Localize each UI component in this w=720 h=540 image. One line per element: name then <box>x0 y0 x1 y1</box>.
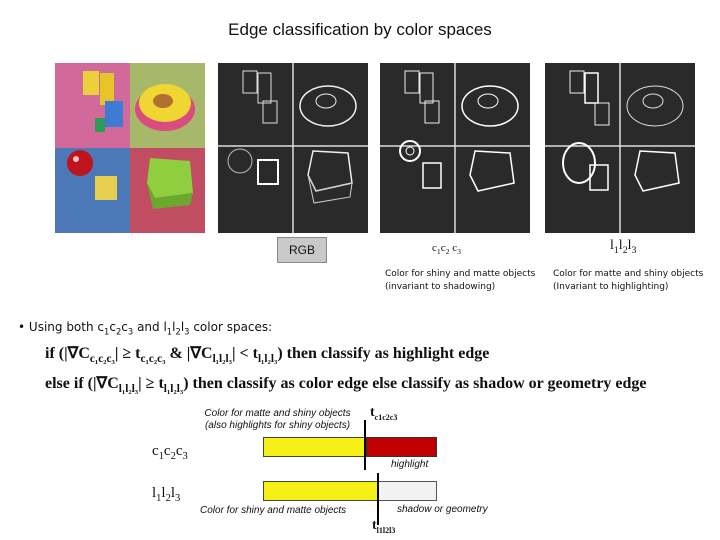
rule-color-edge: else if (|∇Cl₁l₂l₃| ≥ tl₁l₂l₃) then clas… <box>45 375 647 396</box>
edge-panel-l1l2l3 <box>545 63 695 233</box>
note-bottom: Color for shiny and matte objects <box>200 505 347 516</box>
edge-drawing-rgb <box>218 63 368 233</box>
threshold-c-line <box>364 420 366 470</box>
note-top: Color for matte and shiny objects (also … <box>204 408 351 431</box>
bar-c-low <box>263 437 366 457</box>
row-l-label: l1l2l3 <box>152 485 181 504</box>
threshold-c-label: tc1c2c3 <box>370 405 398 422</box>
edge-drawing-c1c2c3 <box>380 63 530 233</box>
label-c1c2c3: c1c2 c3 <box>432 242 461 257</box>
toys-drawing <box>67 71 195 209</box>
edge-drawing-l1l2l3 <box>545 63 695 233</box>
bullet-line: • Using both c1c2c3 and l1l2l3 color spa… <box>18 320 273 337</box>
row-c-label: c1c2c3 <box>152 443 188 462</box>
label-l1l2l3: l1l2l3 <box>610 238 637 256</box>
edge-panel-rgb <box>218 63 368 233</box>
bar-l-high <box>378 481 437 501</box>
caption-c1c2c3: Color for shiny and matte objects (invar… <box>385 269 536 292</box>
bar-c-high <box>366 437 437 457</box>
rule-highlight: if (|∇Cc₁c₂c₃| ≥ tc₁c₂c₃ & |∇Cl₁l₂l₃| < … <box>45 345 490 366</box>
label-highlight: highlight <box>391 459 429 470</box>
caption-l1l2l3: Color for matte and shiny objects (Invar… <box>553 269 704 292</box>
threshold-l-line <box>377 473 379 525</box>
bar-l-low <box>263 481 378 501</box>
label-rgb: RGB <box>277 237 327 263</box>
label-shadow: shadow or geometry <box>397 504 488 515</box>
edge-panel-c1c2c3 <box>380 63 530 233</box>
rgb-photo <box>55 63 205 233</box>
threshold-l-label: tl1l2l3 <box>372 518 396 535</box>
slide-title: Edge classification by color spaces <box>228 20 492 39</box>
